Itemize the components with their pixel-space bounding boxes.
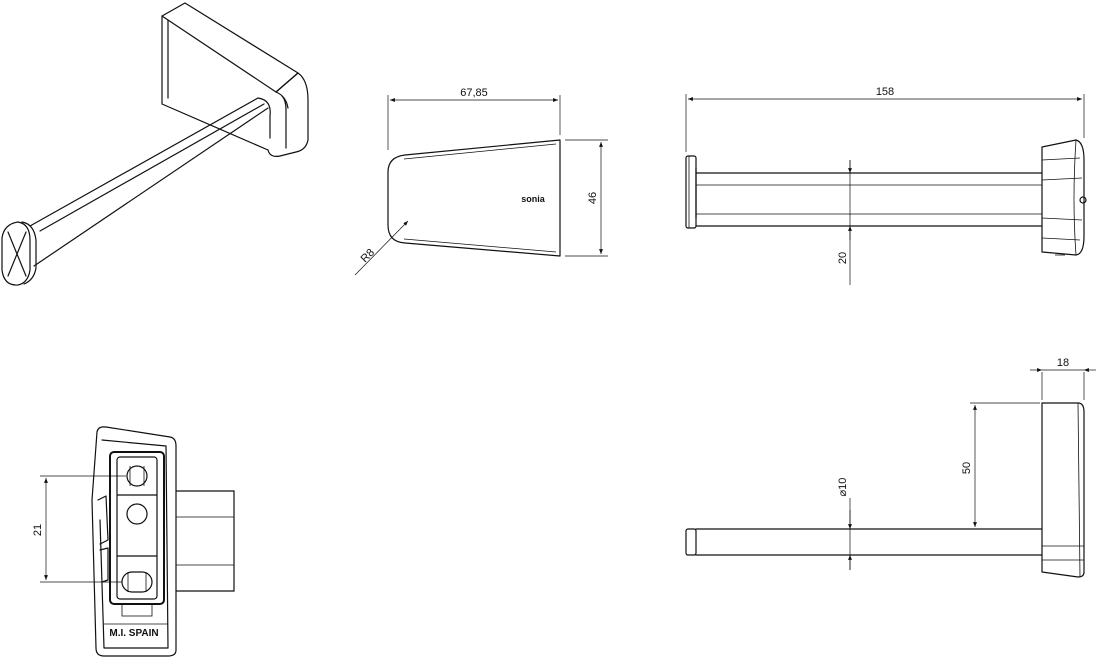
dim-bar-height: 50 — [961, 462, 973, 474]
isometric-view — [1, 2, 309, 286]
front-view: 158 20 — [685, 86, 1087, 285]
origin-stamp: M.I. SPAIN — [109, 628, 158, 639]
dim-width-top: 67,85 — [460, 87, 488, 99]
dim-height-side: 46 — [587, 192, 599, 204]
brand-logo: sonia — [521, 194, 546, 204]
dim-bar-offset: 20 — [837, 252, 849, 264]
dim-bar-diameter: ⌀10 — [837, 478, 849, 497]
dim-screw-spacing: 21 — [32, 524, 44, 536]
dim-base-depth: 18 — [1057, 357, 1069, 369]
dim-total-length: 158 — [876, 86, 894, 98]
side-view: 18 50 ⌀10 — [685, 357, 1096, 578]
top-view: sonia 67,85 46 R8 — [354, 87, 608, 276]
back-view: M.I. SPAIN 21 — [32, 426, 235, 657]
dim-radius: R8 — [359, 247, 377, 265]
